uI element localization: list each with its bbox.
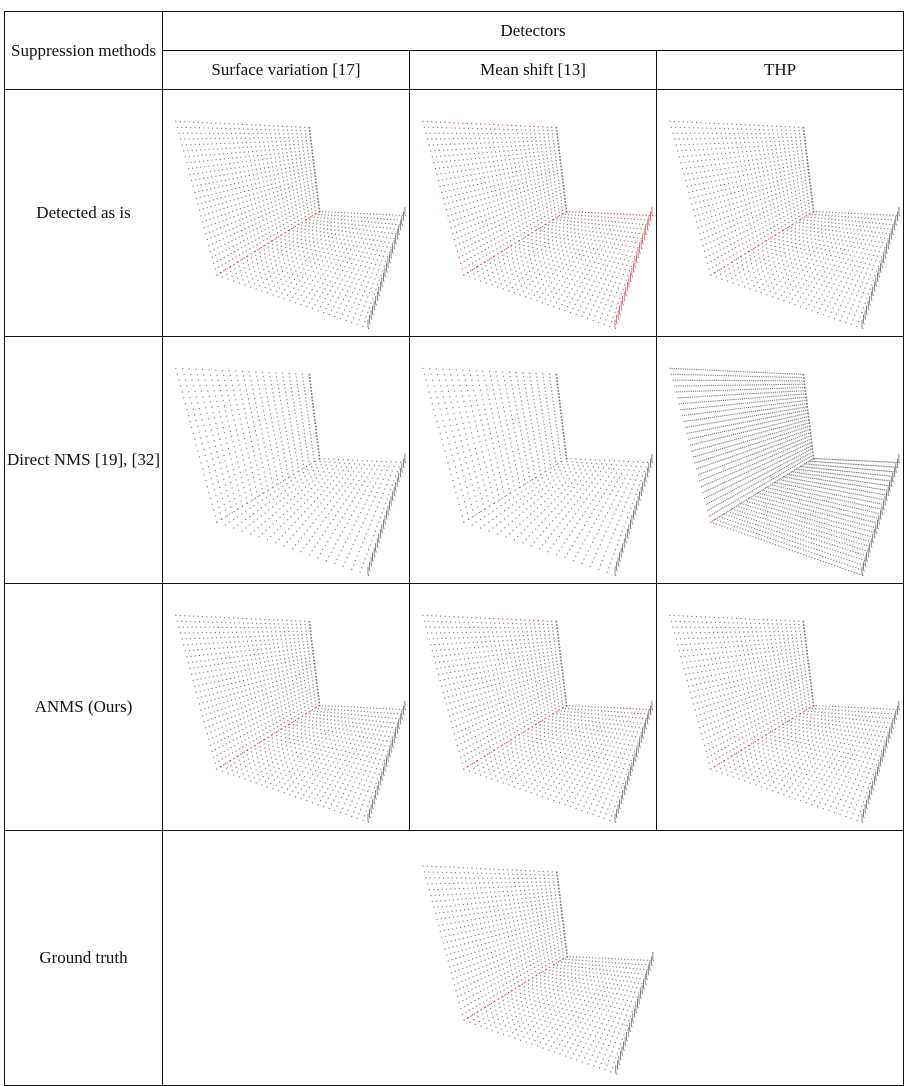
point-cloud-image: [410, 90, 656, 336]
row-label-cell: Ground truth: [5, 831, 163, 1086]
header-detector-thp: THP: [657, 51, 904, 90]
point-cloud-cell: [410, 584, 657, 831]
detector-label: THP: [764, 60, 796, 79]
row-label: Direct NMS [19], [32]: [7, 450, 160, 469]
row-label-cell: Detected as is: [5, 90, 163, 337]
row-anms-ours: ANMS (Ours): [5, 584, 904, 831]
header-detector-surface-variation: Surface variation [17]: [163, 51, 410, 90]
point-cloud-image: [163, 90, 409, 336]
point-cloud-cell: [657, 90, 904, 337]
point-cloud-image: [657, 584, 903, 830]
point-cloud-cell: [163, 90, 410, 337]
header-group-label: Detectors: [500, 21, 565, 40]
point-cloud-cell: [657, 337, 904, 584]
point-cloud-image: [163, 337, 409, 583]
point-cloud-cell: [163, 337, 410, 584]
row-label: Detected as is: [36, 203, 130, 222]
point-cloud-image: [410, 584, 656, 830]
point-cloud-cell: [163, 584, 410, 831]
point-cloud-image: [410, 337, 656, 583]
detector-label: Mean shift [13]: [480, 60, 586, 79]
row-direct-nms: Direct NMS [19], [32]: [5, 337, 904, 584]
point-cloud-cell: [410, 337, 657, 584]
comparison-table: Suppression methods Detectors Surface va…: [4, 11, 904, 1086]
row-ground-truth: Ground truth: [5, 831, 904, 1086]
row-label: ANMS (Ours): [35, 697, 133, 716]
detector-label: Surface variation [17]: [211, 60, 360, 79]
row-label: Ground truth: [39, 948, 127, 967]
point-cloud-cell: [657, 584, 904, 831]
point-cloud-image: [657, 90, 903, 336]
point-cloud-image: [163, 584, 409, 830]
point-cloud-cell: [410, 90, 657, 337]
point-cloud-image: [410, 831, 657, 1085]
point-cloud-image: [657, 337, 903, 583]
row-label-cell: ANMS (Ours): [5, 584, 163, 831]
ground-truth-cell: [163, 831, 904, 1086]
row-label-cell: Direct NMS [19], [32]: [5, 337, 163, 584]
header-corner-label: Suppression methods: [11, 41, 156, 60]
header-detector-mean-shift: Mean shift [13]: [410, 51, 657, 90]
header-corner: Suppression methods: [5, 12, 163, 90]
header-group: Detectors: [163, 12, 904, 51]
row-detected-as-is: Detected as is: [5, 90, 904, 337]
